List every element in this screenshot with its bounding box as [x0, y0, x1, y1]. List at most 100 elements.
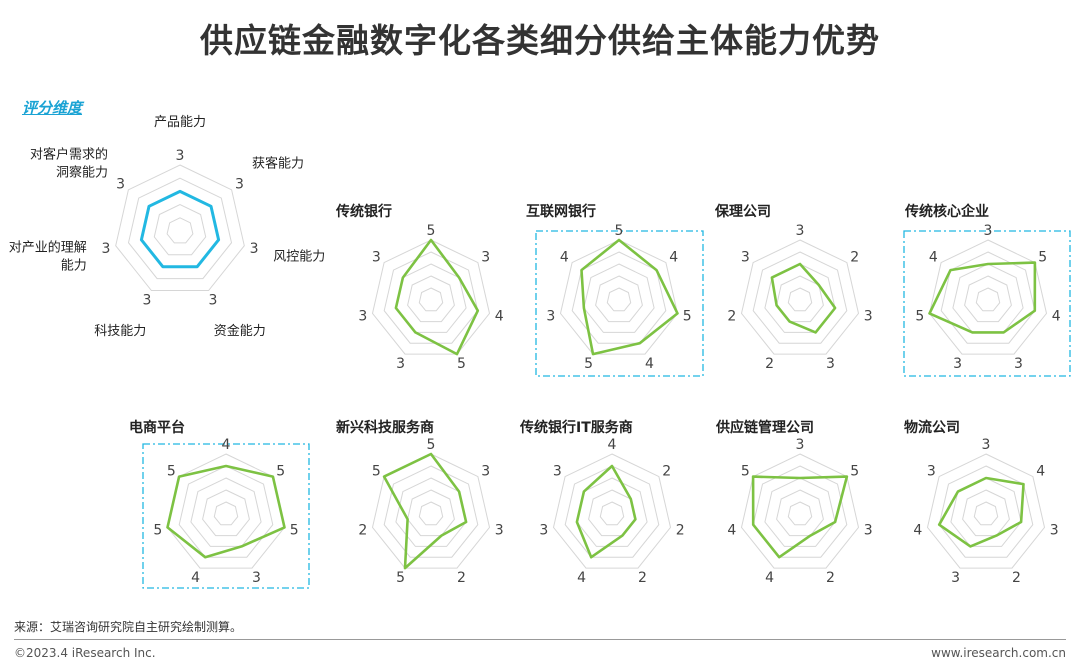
chart-title: 传统银行: [335, 203, 392, 220]
grid-ring: [787, 287, 813, 312]
grid-ring: [776, 275, 824, 323]
value-label: 3: [864, 309, 873, 325]
value-label: 5: [167, 463, 176, 479]
chart-title: 互联网银行: [526, 203, 596, 220]
value-label: 3: [546, 309, 555, 325]
series-polygon: [770, 262, 837, 334]
value-label: 5: [683, 309, 692, 325]
value-label: 2: [850, 249, 859, 265]
grid-ring: [764, 477, 836, 547]
value-label: 3: [235, 177, 244, 193]
value-label: 3: [953, 356, 962, 372]
value-label: 3: [982, 437, 991, 453]
value-label: 3: [539, 523, 548, 539]
grid-ring: [764, 263, 836, 333]
grid-ring: [127, 177, 233, 280]
value-label: 4: [608, 437, 617, 453]
value-label: 4: [222, 437, 231, 453]
value-label: 5: [396, 570, 405, 586]
series-polygon: [928, 261, 1037, 334]
highlight-box: [142, 443, 310, 589]
grid-ring: [928, 239, 1048, 355]
value-label: 4: [669, 249, 678, 265]
grid-ring: [926, 453, 1046, 569]
value-label: 5: [276, 463, 285, 479]
value-label: 4: [1036, 463, 1045, 479]
series-polygon: [166, 464, 286, 559]
value-label: 3: [358, 309, 367, 325]
value-label: 3: [826, 356, 835, 372]
value-label: 3: [176, 148, 185, 164]
footer-website: www.iresearch.com.cn: [931, 646, 1066, 660]
grid-ring: [190, 477, 262, 547]
value-label: 3: [143, 293, 152, 309]
value-label: 3: [481, 249, 490, 265]
value-label: 5: [615, 223, 624, 239]
grid-ring: [940, 251, 1036, 344]
value-label: 3: [252, 570, 261, 586]
dimension-label: 对客户需求的洞察能力: [30, 146, 108, 180]
series-polygon: [751, 475, 849, 559]
value-label: 2: [662, 463, 671, 479]
value-label: 4: [727, 523, 736, 539]
dimension-label: 科技能力: [94, 324, 146, 339]
chart-title: 物流公司: [904, 419, 960, 436]
legend-title: 评分维度: [22, 99, 83, 117]
value-label: 3: [796, 437, 805, 453]
grid-ring: [950, 477, 1022, 547]
grid-ring: [153, 204, 207, 256]
chart-title: 供应链管理公司: [715, 419, 814, 436]
dimension-label: 对产业的理解能力: [9, 240, 87, 274]
value-label: 2: [358, 523, 367, 539]
value-label: 4: [765, 570, 774, 586]
value-label: 5: [915, 309, 924, 325]
grid-ring: [166, 217, 194, 244]
grid-ring: [964, 275, 1012, 323]
grid-ring: [213, 501, 239, 526]
grid-ring: [938, 465, 1034, 558]
value-label: 4: [560, 249, 569, 265]
dimension-label: 获客能力: [252, 155, 304, 171]
radar-chart-0: 3333333产品能力获客能力风控能力资金能力科技能力对产业的理解能力对客户需求…: [9, 115, 325, 339]
value-label: 2: [727, 309, 736, 325]
grid-ring: [606, 287, 632, 312]
page-title: 供应链金融数字化各类细分供给主体能力优势: [200, 21, 880, 60]
series-polygon: [394, 238, 480, 356]
value-label: 5: [741, 463, 750, 479]
value-label: 3: [984, 223, 993, 239]
value-label: 4: [929, 249, 938, 265]
value-label: 5: [457, 356, 466, 372]
value-label: 3: [209, 293, 218, 309]
dimension-label: 风控能力: [273, 250, 325, 265]
grid-ring: [776, 489, 824, 537]
grid-ring: [740, 453, 860, 569]
value-label: 3: [553, 463, 562, 479]
dimension-label: 产品能力: [154, 115, 206, 130]
value-label: 2: [826, 570, 835, 586]
grid-ring: [952, 263, 1024, 333]
chart-title: 传统核心企业: [904, 203, 989, 220]
grid-ring: [599, 501, 625, 526]
value-label: 3: [864, 523, 873, 539]
chart-title: 传统银行IT服务商: [519, 419, 633, 436]
value-label: 2: [638, 570, 647, 586]
value-label: 5: [290, 523, 299, 539]
footer-source: 来源：艾瑞咨询研究院自主研究绘制测算。: [14, 620, 243, 634]
grid-ring: [383, 251, 479, 344]
series-polygon: [139, 189, 221, 269]
value-label: 2: [765, 356, 774, 372]
value-label: 3: [481, 463, 490, 479]
grid-ring: [418, 287, 444, 312]
value-label: 5: [584, 356, 593, 372]
grid-ring: [973, 501, 999, 526]
grid-ring: [787, 501, 813, 526]
grid-ring: [371, 453, 491, 569]
